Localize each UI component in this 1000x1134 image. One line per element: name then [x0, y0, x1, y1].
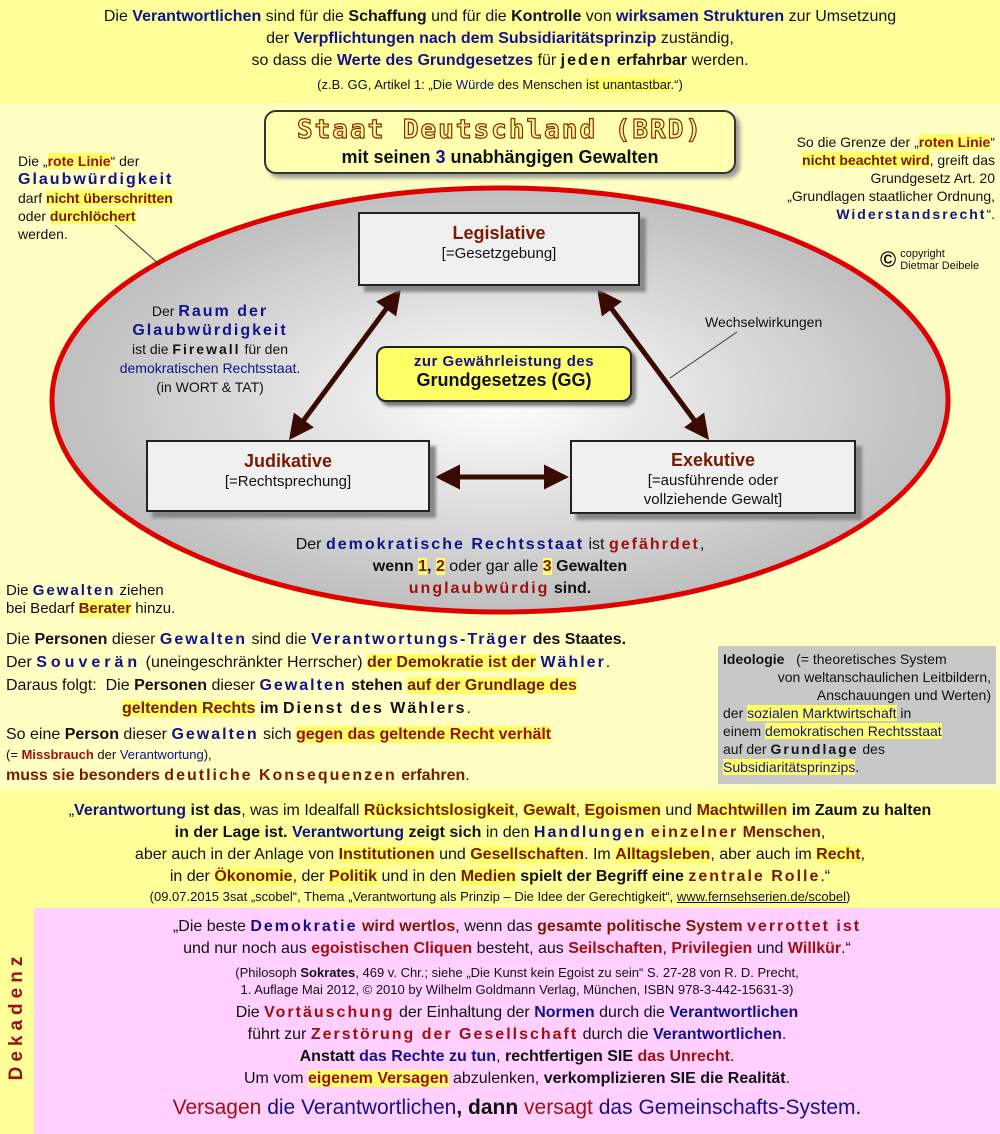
top-statement: Die Verantwortlichen sind für die Schaff…: [0, 0, 1000, 104]
red-line-note: Die „rote Linie“ der Glaubwürdigkeit dar…: [18, 153, 174, 242]
wechsel-pointer: [669, 331, 738, 379]
persons-text: Die Personen dieser Gewalten sind die Ve…: [6, 631, 627, 784]
advisor-note: Die Gewalten ziehen bei Bedarf Berater h…: [6, 582, 176, 617]
title-box: Staat Deutschland (BRD) mit seinen 3 una…: [264, 110, 736, 174]
firewall-text: Der Raum der Glaubwürdigkeit ist die Fir…: [119, 303, 301, 395]
red-line-pointer: [114, 224, 161, 266]
decadence-section: „Die beste Demokratie wird wertlos, wenn…: [34, 908, 1000, 1134]
arrow-leg-jud: [289, 288, 401, 441]
executive-box: Exekutive [=ausführende oder vollziehend…: [570, 440, 856, 514]
legislative-box: Legislative [=Gesetzgebung]: [358, 212, 640, 286]
interaction-label: Wechselwirkungen: [705, 314, 823, 330]
dekadenz-sidebar: [0, 908, 34, 1134]
scobel-link[interactable]: www.fernsehserien.de/scobel: [676, 889, 847, 904]
copyright-icon: ©: [880, 247, 897, 272]
constitution-guarantee-box: zur Gewährleistung des Grundgesetzes (GG…: [376, 346, 632, 402]
danger-text: Der demokratische Rechtsstaat ist gefähr…: [295, 536, 705, 597]
arrow-leg-exe: [597, 288, 709, 441]
page-subtitle: mit seinen 3 unabhängigen Gewalten: [341, 147, 659, 167]
responsibility-quote: „Verantwortung ist das, was im Idealfall…: [0, 790, 1000, 908]
resistance-right-note: So die Grenze der „roten Linie“ nicht be…: [787, 134, 995, 222]
dekadenz-label: Dekadenz: [6, 951, 27, 1081]
final-statement: Versagen die Verantwortlichen, dann vers…: [172, 1096, 862, 1119]
judicative-box: Judikative [=Rechtsprechung]: [146, 440, 430, 512]
page-title: Staat Deutschland (BRD): [296, 114, 704, 145]
ideology-box: Ideologie (= theoretisches System von we…: [718, 646, 996, 784]
